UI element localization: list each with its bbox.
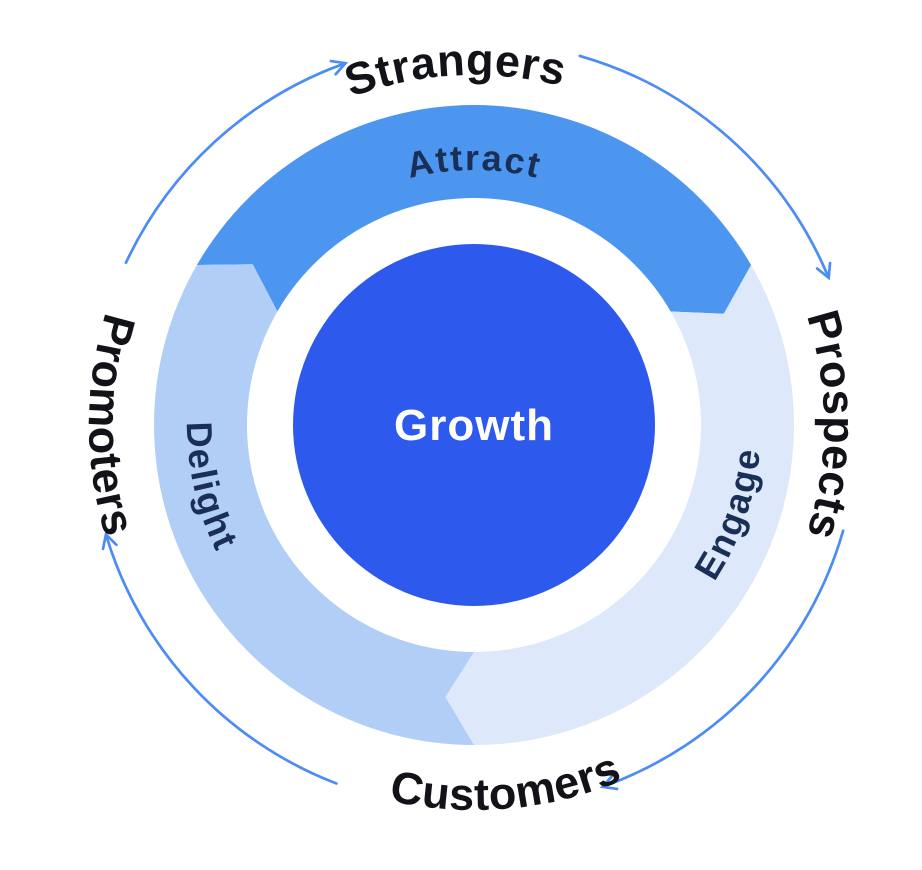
label-prospects-text: Prospects xyxy=(797,305,865,546)
flywheel-ring xyxy=(154,105,794,745)
label-strangers-text: Strangers xyxy=(338,34,570,107)
label-promoters: Promoters xyxy=(79,309,146,541)
label-customers-text: Customers xyxy=(387,742,627,820)
cycle-arrows xyxy=(101,54,845,791)
label-customers: Customers xyxy=(387,742,627,820)
segment-label-attract-text: Attract xyxy=(403,137,544,186)
label-promoters-text: Promoters xyxy=(79,309,145,541)
label-prospects: Prospects xyxy=(797,305,865,546)
arrow-customers-to-promoters xyxy=(101,531,338,785)
segment-attract xyxy=(196,105,752,314)
center-label-growth: Growth xyxy=(394,401,554,450)
growth-center-circle xyxy=(293,244,655,606)
arrow-prospects-to-customers xyxy=(599,529,845,791)
arrow-strangers-to-prospects xyxy=(578,54,832,281)
label-strangers: Strangers xyxy=(338,34,571,107)
arrow-promoters-to-strangers xyxy=(124,59,349,265)
segment-delight xyxy=(154,264,475,745)
segment-engage xyxy=(445,265,794,745)
segment-label-attract: Attract xyxy=(403,137,546,186)
